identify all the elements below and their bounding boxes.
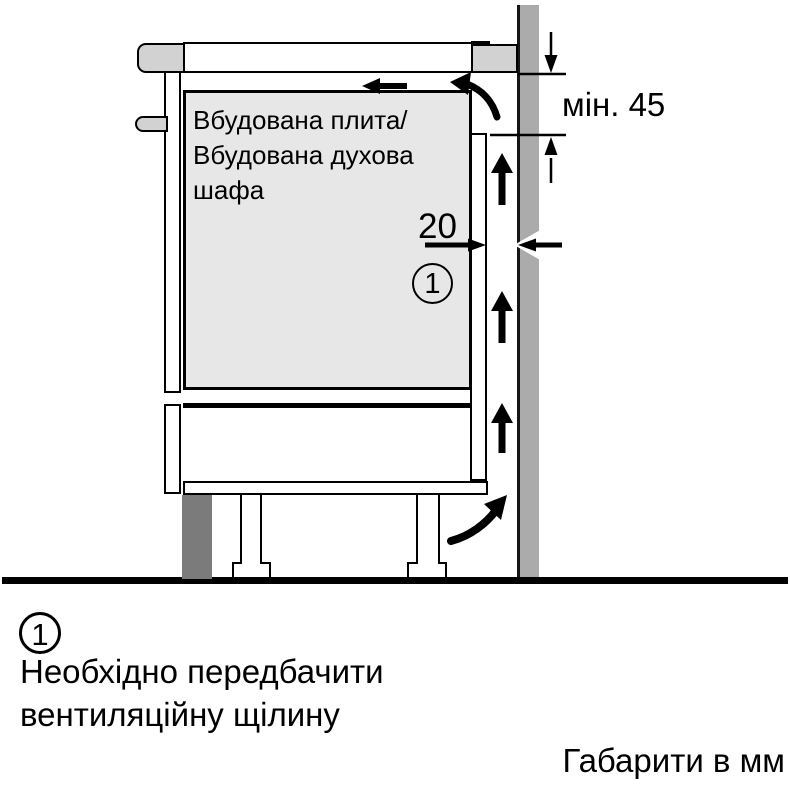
footnote-marker: 1 xyxy=(19,612,61,654)
cabinet-base-rail xyxy=(183,481,488,495)
gap20-label: 20 xyxy=(418,207,457,246)
cabinet-back-panel xyxy=(470,133,487,481)
cabinet-foot-left-stem xyxy=(240,495,262,564)
oven-door-handle xyxy=(135,116,168,132)
cabinet-shelf-line xyxy=(183,403,472,408)
airflow-up-arrow-icon xyxy=(491,153,513,453)
airflow-curve-bottom-icon xyxy=(447,495,507,545)
airflow-curve-top-icon xyxy=(450,72,501,121)
built-in-oven-outline: Вбудована плита/ Вбудована духова шафа xyxy=(183,90,472,390)
min45-label: мін. 45 xyxy=(562,86,666,123)
wall-section xyxy=(517,5,539,579)
cabinet-drawer-front xyxy=(164,404,181,494)
footnote-text: Необхідно передбачити вентиляційну щілин… xyxy=(20,653,384,733)
hob-front-trim xyxy=(137,43,186,73)
floor-line xyxy=(2,577,788,584)
worktop-rear-section xyxy=(471,44,518,73)
plinth-panel xyxy=(182,495,212,579)
worktop-joint-line xyxy=(471,41,490,45)
dimension-min45 xyxy=(490,32,566,183)
cabinet-front-door xyxy=(164,71,181,393)
units-note: Габарити в мм xyxy=(562,742,785,779)
callout-1-marker: 1 xyxy=(412,263,453,304)
cabinet-foot-right-stem xyxy=(416,495,440,564)
airflow-left-arrow-icon xyxy=(362,78,407,94)
dimension-gap-20 xyxy=(425,229,562,261)
oven-label: Вбудована плита/ Вбудована духова шафа xyxy=(193,105,414,205)
